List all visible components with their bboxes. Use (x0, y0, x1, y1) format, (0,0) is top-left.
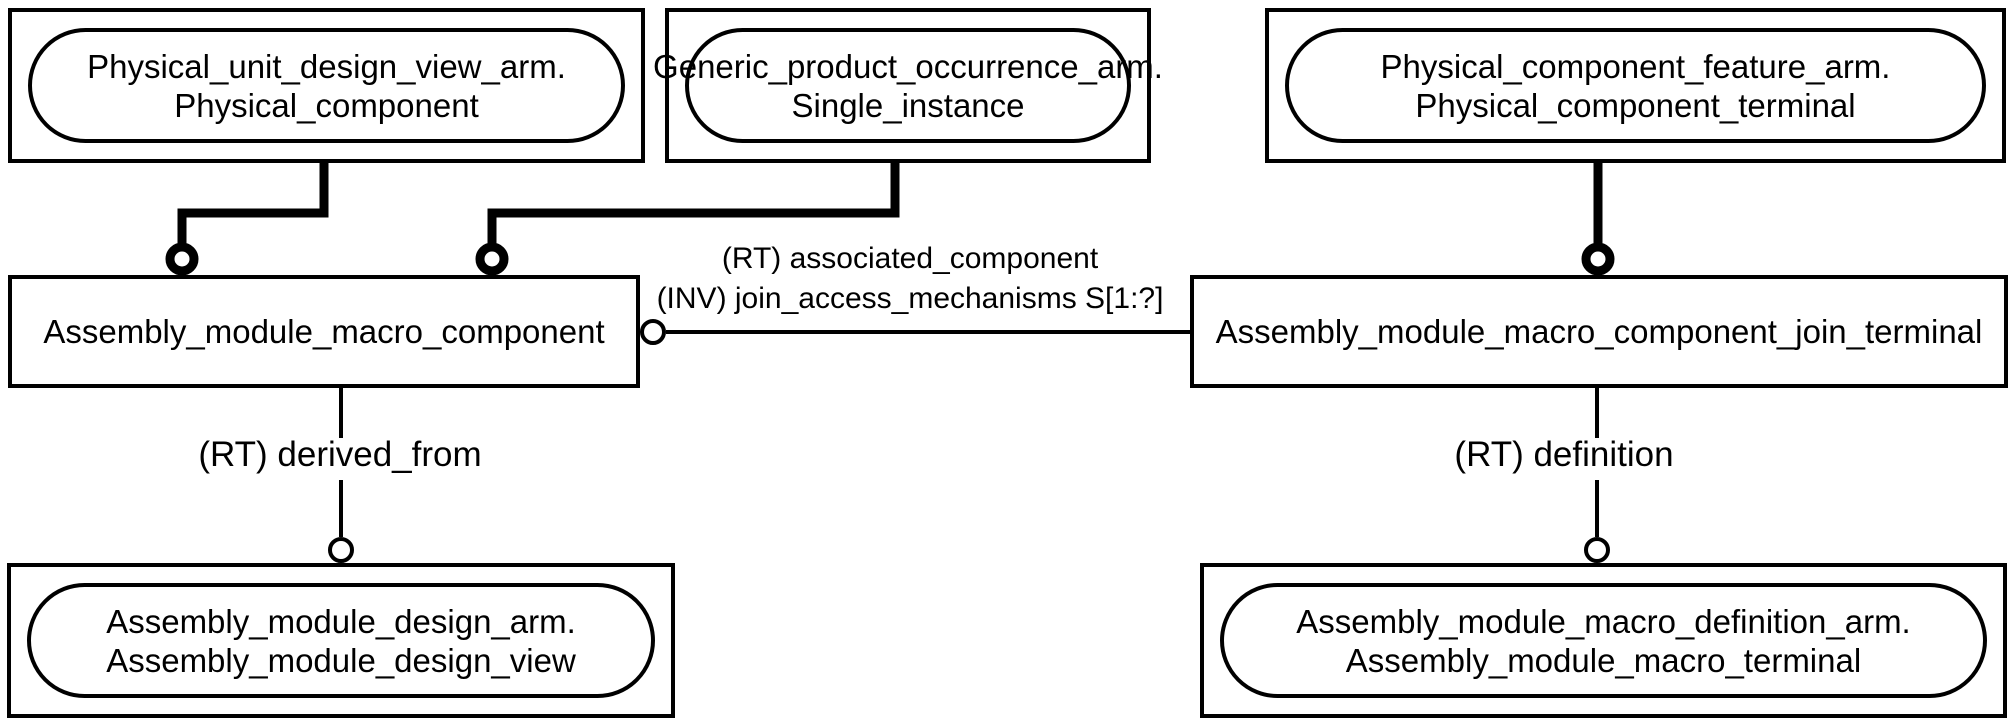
connector-single-instance-to-macro-component (487, 163, 900, 243)
relation-label-definition: (RT) definition (1450, 437, 1678, 472)
relation-label-associated-component: (RT) associated_component (717, 242, 1103, 276)
entity-label-line1: Assembly_module_macro_definition_arm. (1296, 602, 1911, 640)
entity-stadium: Assembly_module_design_arm. Assembly_mod… (27, 583, 655, 698)
connector-physical-component-to-macro-component (177, 163, 329, 243)
relation-label-join-access-mechanisms: (INV) join_access_mechanisms S[1:?] (652, 282, 1168, 316)
open-circle-icon (328, 537, 354, 563)
entity-label-line1: Generic_product_occurrence_arm. (653, 47, 1163, 85)
entity-stadium: Generic_product_occurrence_arm. Single_i… (653, 28, 1163, 143)
entity-label-line2: Physical_component (174, 86, 479, 124)
entity-stadium: Physical_component_feature_arm. Physical… (1285, 28, 1986, 143)
entity-box-physical-component: Physical_unit_design_view_arm. Physical_… (8, 8, 645, 163)
entity-label-line2: Single_instance (791, 86, 1025, 124)
open-circle-icon (640, 319, 666, 345)
entity-label-line2: Assembly_module_macro_terminal (1345, 641, 1862, 679)
entity-label-line1: Physical_component_feature_arm. (1380, 47, 1891, 85)
entity-label-line1: Assembly_module_design_arm. (106, 602, 576, 640)
entity-box-single-instance: Generic_product_occurrence_arm. Single_i… (653, 8, 1163, 163)
entity-box-assembly-module-macro-component: Assembly_module_macro_component (8, 275, 640, 388)
entity-box-assembly-module-macro-component-join-terminal: Assembly_module_macro_component_join_ter… (1190, 275, 2008, 388)
entity-label-line1: Physical_unit_design_view_arm. (87, 47, 566, 85)
entity-label: Assembly_module_macro_component_join_ter… (1215, 312, 1983, 350)
entity-label-line2: Assembly_module_design_view (106, 641, 576, 679)
entity-label: Assembly_module_macro_component (43, 312, 605, 350)
entity-box-assembly-module-design-view: Assembly_module_design_arm. Assembly_mod… (7, 563, 675, 718)
relation-label-derived-from: (RT) derived_from (194, 437, 486, 472)
open-circle-icon (1581, 242, 1615, 276)
open-circle-icon (475, 242, 509, 276)
entity-stadium: Assembly_module_macro_definition_arm. As… (1220, 583, 1987, 698)
entity-stadium: Physical_unit_design_view_arm. Physical_… (28, 28, 625, 143)
entity-box-assembly-module-macro-terminal: Assembly_module_macro_definition_arm. As… (1200, 563, 2007, 718)
entity-label-line2: Physical_component_terminal (1415, 86, 1856, 124)
open-circle-icon (165, 242, 199, 276)
open-circle-icon (1584, 537, 1610, 563)
entity-box-physical-component-terminal: Physical_component_feature_arm. Physical… (1265, 8, 2006, 163)
